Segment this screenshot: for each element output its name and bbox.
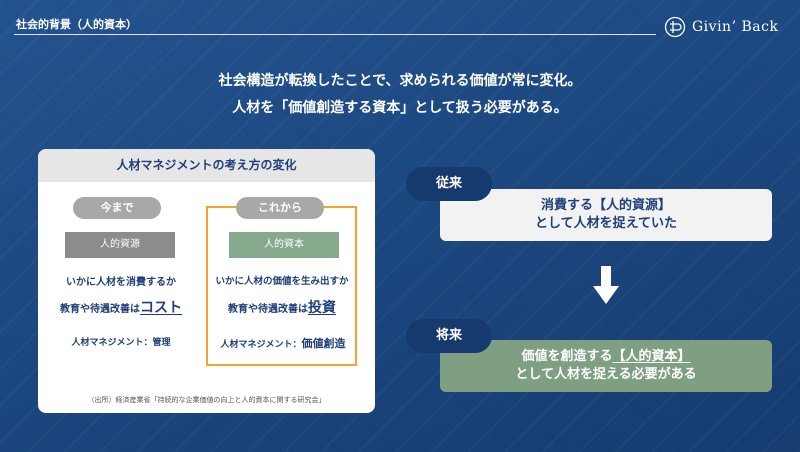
pill-after: これから xyxy=(236,197,324,219)
after-line-2-prefix: 教育や待遇改善は xyxy=(228,304,308,315)
down-arrow-icon xyxy=(593,266,619,304)
tag-human-capital: 人的資本 xyxy=(229,232,339,258)
before-line-2-prefix: 教育や待遇改善は xyxy=(60,304,140,315)
gb-logo-icon xyxy=(664,16,686,38)
past-box: 消費する【人的資源】 として人材を捉えていた xyxy=(440,189,772,241)
future-line-1-prefix: 価値を創造する xyxy=(521,349,613,364)
after-line-2: 教育や待遇改善は投資 xyxy=(208,297,356,317)
tag-human-resource: 人的資源 xyxy=(65,232,175,258)
before-line-1: いかに人材を消費するか xyxy=(66,277,176,288)
label-future: 将来 xyxy=(406,319,492,353)
header-divider xyxy=(14,34,656,35)
headline-line-2: 人材を「価値創造する資本」として扱う必要がある。 xyxy=(232,100,568,116)
pill-before: 今まで xyxy=(73,197,161,219)
headline-line-1: 社会構造が転換したことで、求められる価値が常に変化。 xyxy=(218,73,582,89)
after-line-3: 人材マネジメント：価値創造 xyxy=(210,335,356,351)
brand-name: Givin’ Back xyxy=(692,19,779,35)
before-line-3: 人材マネジメント：管理 xyxy=(46,335,196,348)
past-line-2: として人材を捉えていた xyxy=(535,216,677,231)
future-line-2: として人材を捉える必要がある xyxy=(515,367,697,382)
brand-logo: Givin’ Back xyxy=(664,16,778,38)
after-line-3-prefix: 人材マネジメント： xyxy=(220,340,302,350)
before-line-2: 教育や待遇改善はコスト xyxy=(42,297,200,317)
source-note: （出所）経済産業省「持続的な企業価値の向上と人的資本に関する研究会」 xyxy=(87,396,326,404)
page-title: 社会的背景（人的資本） xyxy=(16,18,137,31)
future-line-1: 価値を創造する【人的資本】 xyxy=(521,348,690,366)
past-line-1: 消費する【人的資源】 xyxy=(540,198,671,213)
future-box: 価値を創造する【人的資本】 として人材を捉える必要がある xyxy=(440,340,772,392)
before-line-3-prefix: 人材マネジメント： xyxy=(71,338,153,348)
after-line-1: いかに人材の価値を生み出すか xyxy=(215,276,349,287)
label-past: 従来 xyxy=(406,167,492,201)
future-emphasis: 【人的資本】 xyxy=(612,349,691,364)
before-line-3-value: 管理 xyxy=(152,338,171,348)
before-emphasis-cost: コスト xyxy=(140,300,182,316)
after-emphasis-investment: 投資 xyxy=(308,300,336,316)
comparison-card: 人材マネジメントの考え方の変化 今まで これから 人的資源 人的資本 いかに人材… xyxy=(38,149,375,413)
after-line-3-value: 価値創造 xyxy=(301,337,346,350)
card-title: 人材マネジメントの考え方の変化 xyxy=(38,149,375,182)
